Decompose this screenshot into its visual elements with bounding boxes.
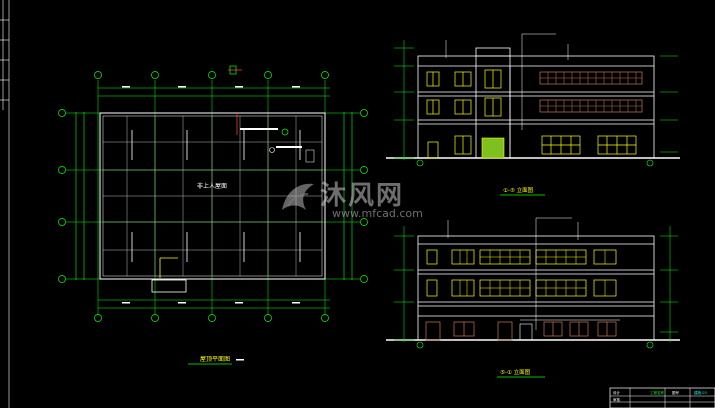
elevation-1: ①-⑤ 立面图	[386, 33, 680, 196]
watermark-text: 沐风网	[320, 181, 405, 211]
title-block-cell-4: 图号	[672, 390, 680, 395]
title-block: 设计 审核 工程名称 图号 建施-03	[609, 387, 715, 408]
mfcad-logo-icon	[282, 183, 314, 210]
elevation-2: ⑤-① 立面图	[386, 217, 680, 378]
title-block-cell-5: 建施-03	[694, 390, 707, 395]
watermark-url: www.mfcad.com	[332, 207, 423, 220]
plan-center-label: 非上人屋面	[197, 182, 227, 190]
elev1-title: ①-⑤ 立面图	[503, 186, 534, 194]
drawing-border	[0, 0, 10, 408]
title-block-cell-1: 设计	[613, 390, 621, 395]
title-block-cell-3: 工程名称	[650, 390, 664, 395]
plan-title: 屋顶平面图	[200, 356, 230, 363]
elev2-title: ⑤-① 立面图	[500, 368, 531, 376]
roof-plan: 非上人屋面 屋顶平面图	[58, 65, 368, 365]
title-block-cell-2: 审核	[613, 397, 621, 402]
